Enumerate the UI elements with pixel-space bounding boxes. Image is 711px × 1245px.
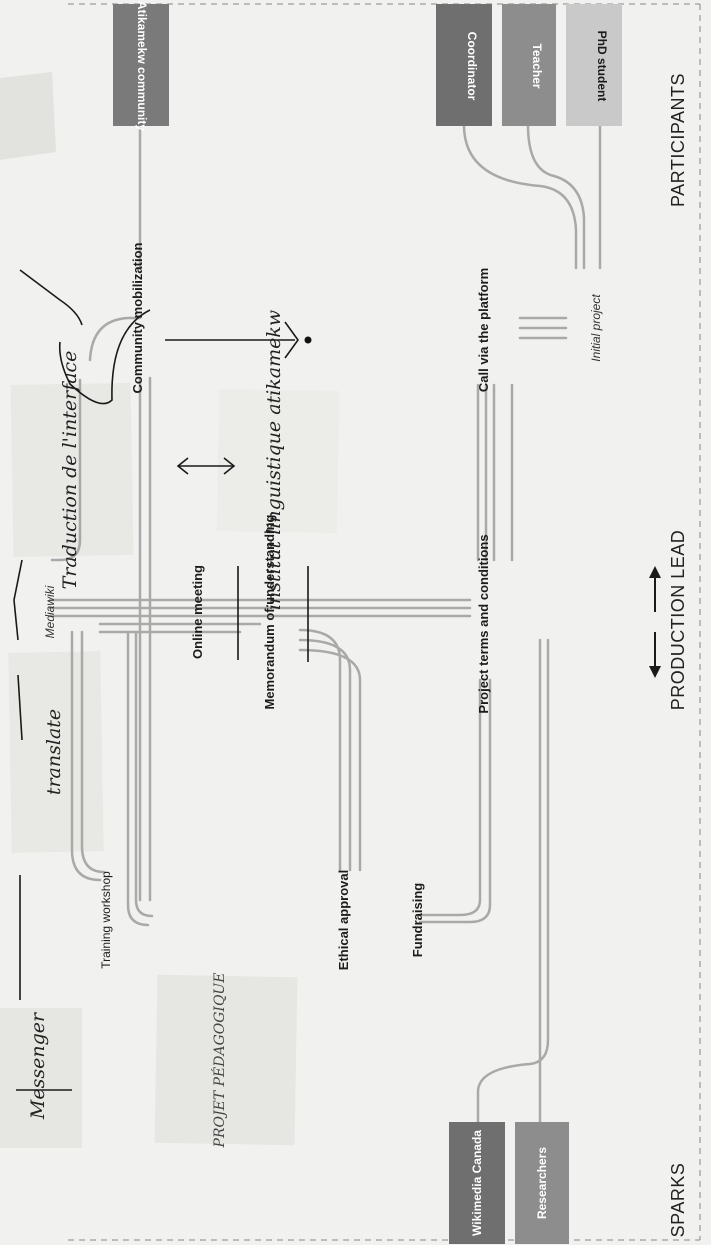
note-top-left [0, 72, 56, 160]
wikimedia-canada-box [449, 1122, 505, 1244]
phd-student-box [566, 4, 622, 126]
dashed-frame [68, 3, 701, 1241]
hand-drawn-strokes [13, 269, 309, 1091]
institut-note-text: institut linguistique atikamekw [263, 310, 285, 610]
sparks-section-label: SPARKS [668, 1163, 688, 1238]
sticky-notes [0, 72, 340, 1148]
initial-project-label: Initial project [589, 294, 603, 362]
atikamekw-community-label: Atikamekw community [135, 1, 149, 131]
fundraising-label: Fundraising [410, 883, 425, 957]
note-institut [216, 388, 340, 534]
ethical-approval-label: Ethical approval [336, 870, 351, 970]
note-translate [8, 651, 104, 853]
phd-student-label: PhD student [595, 31, 609, 102]
traduction-note-text: Traduction de l'interface [59, 351, 81, 590]
coordinator-label: Coordinator [465, 32, 479, 101]
production-lead-label: PRODUCTION LEAD [668, 530, 688, 711]
project-terms-label: Project terms and conditions [476, 534, 491, 713]
spark-boxes [449, 1122, 569, 1244]
note-traduction [10, 382, 134, 558]
community-mobilization-label: Community mobilization [130, 242, 145, 393]
projet-note-text: PROJET PÉDAGOGIQUE [210, 973, 228, 1149]
dot-marker [304, 336, 312, 344]
coordinator-box [436, 4, 492, 126]
teacher-box [502, 4, 556, 126]
translate-note-text: translate [43, 709, 65, 795]
participant-boxes [113, 4, 622, 126]
production-lead-arrows [649, 566, 661, 678]
training-workshop-label: Training workshop [99, 871, 113, 969]
messenger-note-text: Messenger [27, 1011, 49, 1120]
memorandum-label: Memorandum of understanding [262, 514, 277, 709]
call-via-platform-label: Call via the platform [476, 268, 491, 392]
atikamekw-community-box [113, 4, 169, 126]
participants-section-label: PARTICIPANTS [668, 73, 688, 207]
researchers-box [515, 1122, 569, 1244]
researchers-label: Researchers [535, 1147, 549, 1219]
wikimedia-canada-label: Wikimedia Canada [470, 1130, 484, 1236]
note-projet [154, 974, 298, 1146]
teacher-label: Teacher [530, 43, 544, 88]
note-messenger [0, 1008, 82, 1148]
mediawiki-label: Mediawiki [43, 585, 57, 638]
route-lines [48, 123, 602, 1124]
online-meeting-label: Online meeting [190, 565, 205, 659]
